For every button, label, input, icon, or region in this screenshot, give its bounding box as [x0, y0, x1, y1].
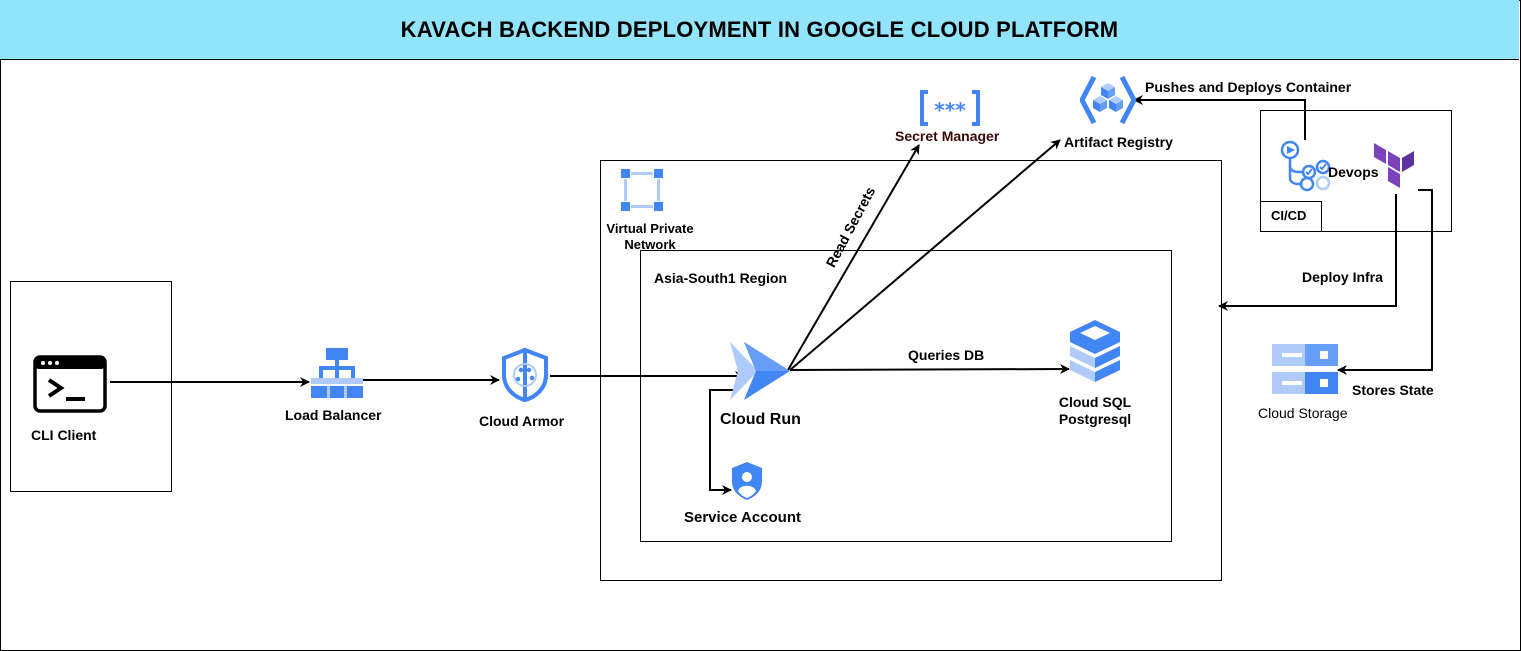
region-box — [640, 250, 1172, 542]
cicd-box — [1260, 110, 1452, 232]
service-account-icon — [732, 462, 762, 500]
secret-manager-icon: *** — [920, 90, 980, 126]
cloud-armor-icon — [502, 348, 548, 402]
cloud-storage-label: Cloud Storage — [1258, 405, 1348, 421]
stores-state-label: Stores State — [1352, 382, 1434, 398]
cloud-run-label: Cloud Run — [720, 411, 801, 428]
edge-terraform-to-vpn — [1218, 194, 1397, 311]
load-balancer-icon — [311, 348, 363, 398]
queries-db-label: Queries DB — [908, 347, 985, 363]
vpn-label-line1: Virtual Private — [606, 221, 694, 236]
cloud-build-icon — [1280, 140, 1331, 192]
cloud-sql-icon — [1070, 320, 1120, 382]
svg-text:***: *** — [934, 98, 966, 122]
page-title: KAVACH BACKEND DEPLOYMENT IN GOOGLE CLOU… — [0, 0, 1519, 60]
secret-manager-label: Secret Manager — [895, 128, 1000, 144]
pushes-deploys-label: Pushes and Deploys Container — [1145, 79, 1352, 95]
cli-client-label: CLI Client — [31, 427, 97, 443]
cloud-storage-icon — [1272, 344, 1338, 394]
deploy-infra-label: Deploy Infra — [1302, 269, 1383, 285]
cloud-armor-label: Cloud Armor — [479, 413, 565, 429]
vpn-label: Virtual Private Network — [600, 221, 700, 253]
cloud-sql-label-line2: Postgresql — [1058, 411, 1132, 427]
edge-run-to-registry — [789, 139, 1061, 371]
edge-terraform-to-storage — [1337, 189, 1433, 375]
devops-label: Devops — [1328, 164, 1379, 180]
edge-run-to-service-account — [709, 389, 738, 495]
cloud-run-icon — [730, 342, 790, 400]
service-account-label: Service Account — [684, 509, 801, 526]
cicd-label-box — [1260, 201, 1322, 232]
cloud-sql-label: Cloud SQL Postgresql — [1043, 394, 1147, 428]
artifact-registry-icon — [1080, 75, 1136, 125]
load-balancer-label: Load Balancer — [285, 407, 382, 423]
edge-devops-to-registry — [1133, 95, 1306, 140]
terraform-icon — [1374, 143, 1414, 188]
edge-run-to-secret — [787, 144, 920, 371]
cicd-label: CI/CD — [1271, 208, 1307, 223]
artifact-registry-label: Artifact Registry — [1064, 134, 1173, 150]
terminal-icon — [33, 355, 107, 413]
region-label: Asia-South1 Region — [654, 270, 788, 286]
vpc-icon — [621, 169, 663, 211]
cloud-sql-label-line1: Cloud SQL — [1058, 394, 1132, 410]
edge-run-to-sql — [789, 364, 1070, 375]
cli-client-box — [10, 281, 172, 492]
vpn-label-line2: Network — [624, 237, 676, 252]
